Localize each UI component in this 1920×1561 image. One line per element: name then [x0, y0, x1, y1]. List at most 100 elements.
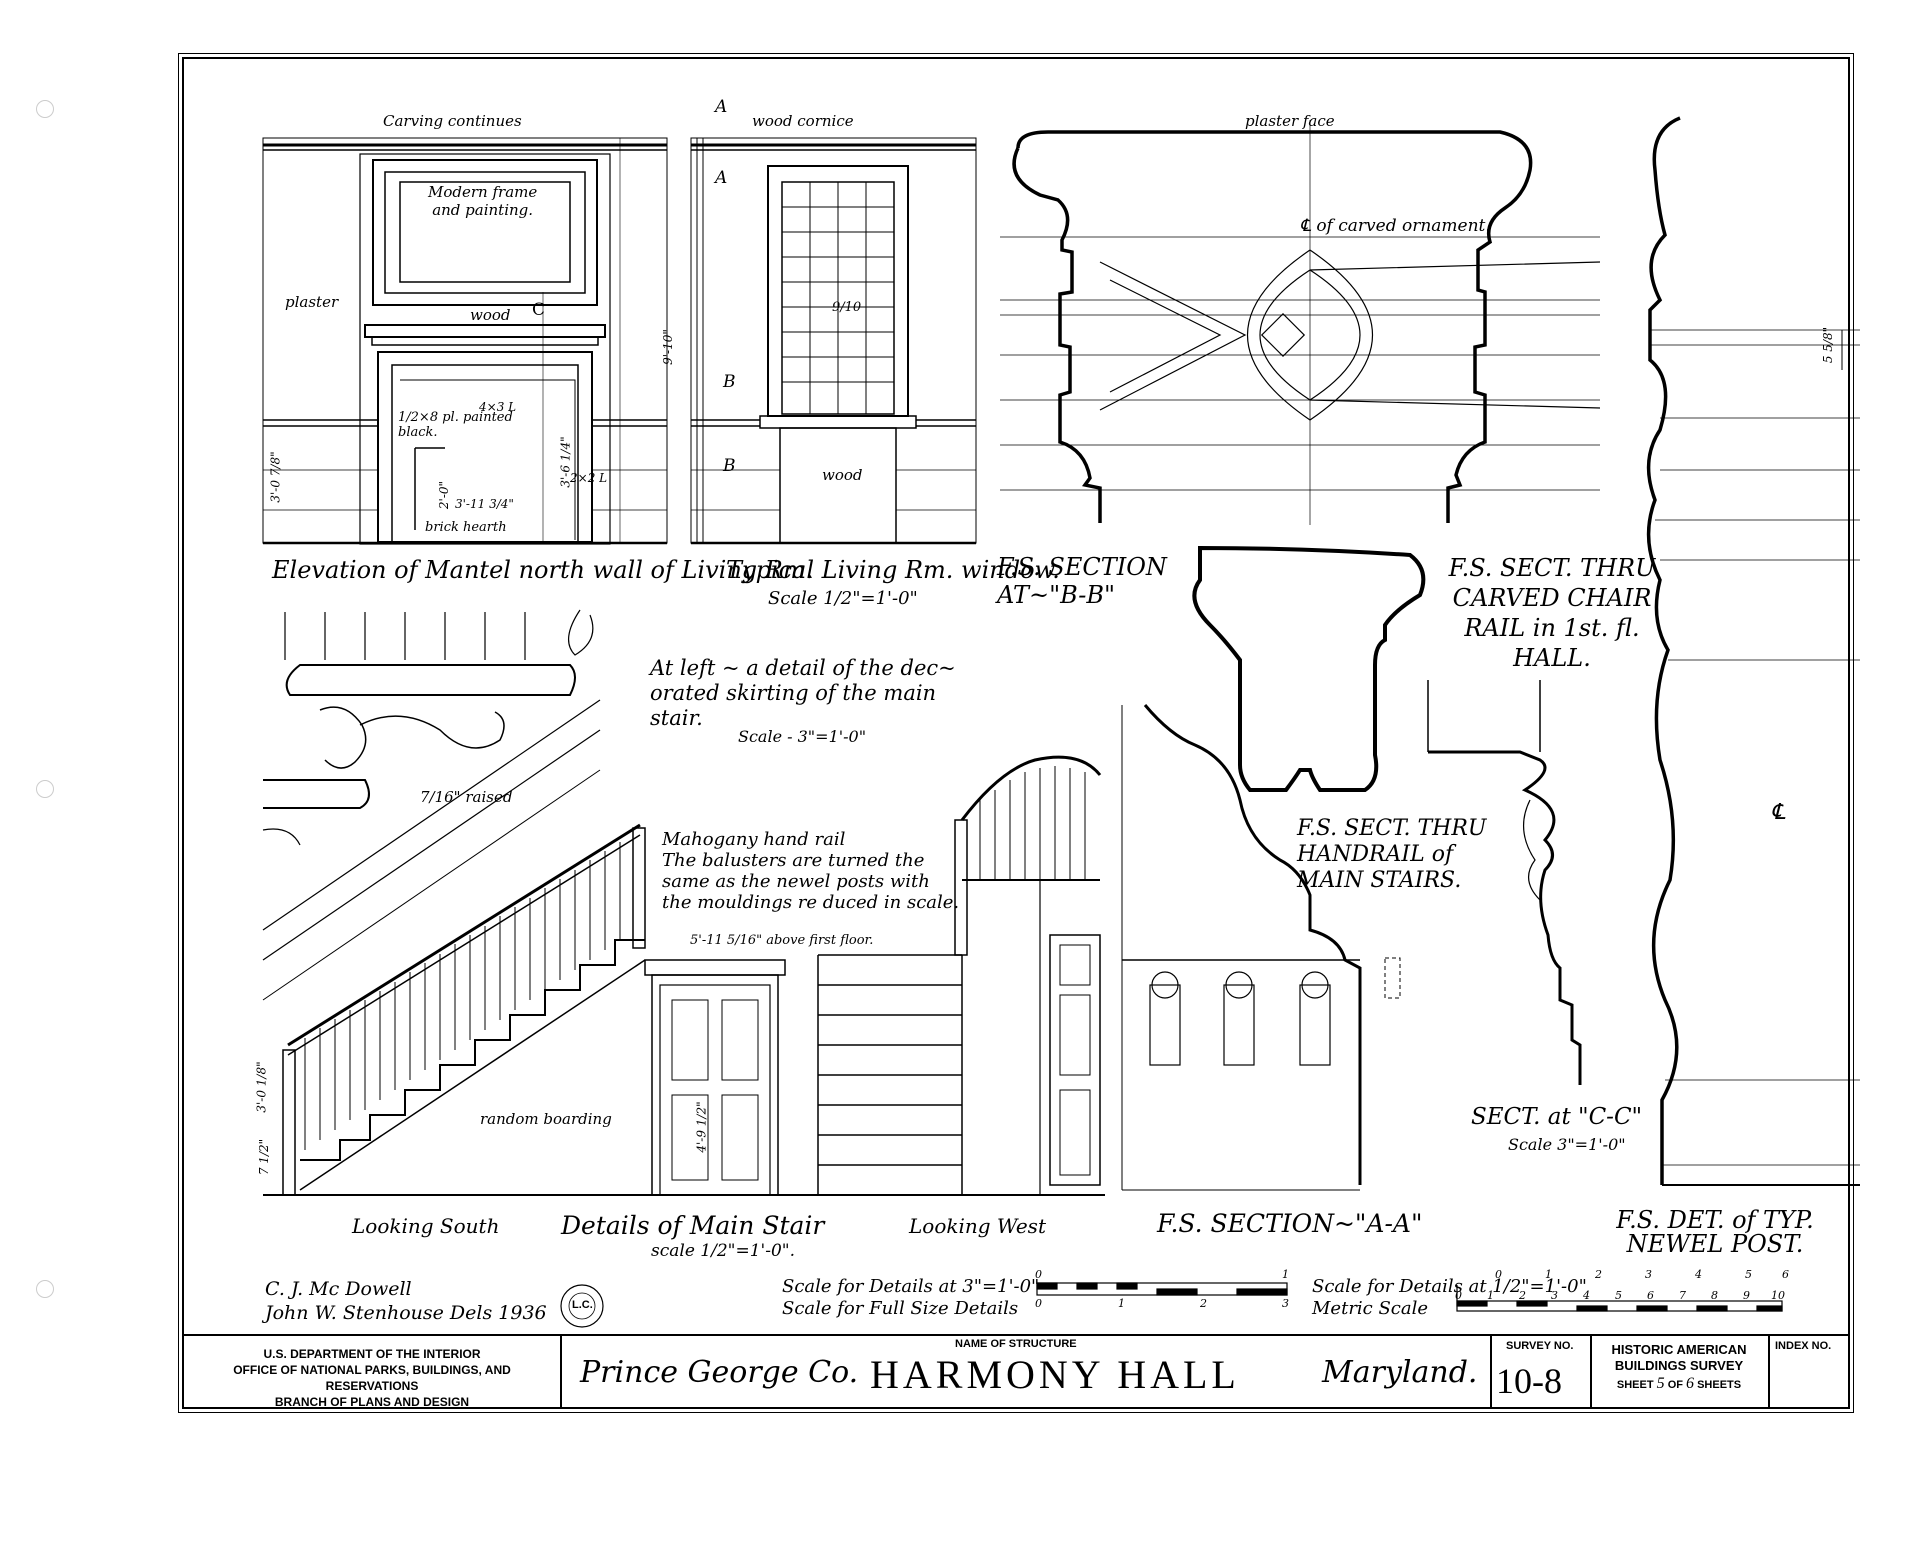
door-height-dim: 4'-9 1/2" [694, 1101, 709, 1153]
of-word: OF [1667, 1379, 1683, 1391]
sheets-word: SHEETS [1697, 1379, 1742, 1391]
cut-line-a-lower: A [715, 168, 728, 188]
metric-tick: 2 [1519, 1289, 1526, 1302]
sheet-number: 5 [1656, 1375, 1665, 1392]
full-tick-0: 0 [1035, 1297, 1042, 1310]
habs-line-2: BUILDINGS SURVEY [1614, 1358, 1744, 1373]
county-name: Prince George Co. [580, 1355, 859, 1390]
habs-cell [1590, 1335, 1768, 1407]
half-tick: 6 [1782, 1268, 1789, 1281]
mantel-title: Elevation of Mantel north wall of Living… [272, 556, 814, 584]
detail-tick-0: 0 [1035, 1268, 1042, 1281]
above-floor-note: 5'-11 5/16" above first floor. [690, 933, 874, 948]
height-dim: 9'-10" [660, 329, 675, 365]
index-cell [1768, 1335, 1850, 1407]
wood-note-window: wood [822, 466, 863, 484]
opening-height-dim: 2'-0" [437, 480, 452, 510]
agency-block: U.S. DEPARTMENT OF THE INTERIOR OFFICE O… [186, 1346, 558, 1410]
credit-line-2: John W. Stenhouse Dels 1936 [265, 1302, 547, 1324]
sheet-total: 6 [1686, 1375, 1695, 1392]
graphic-scales [1036, 1282, 1783, 1312]
full-tick-2: 2 [1200, 1297, 1207, 1310]
detail-tick-1: 1 [1282, 1268, 1289, 1281]
half-tick: 0 [1495, 1268, 1502, 1281]
raised-note: 7/16" raised [420, 788, 513, 806]
section-bb-title: F.S. SECTION AT~"B-B" [997, 553, 1167, 609]
plaster-note: plaster [285, 293, 339, 311]
random-boarding-note: random boarding [480, 1110, 612, 1128]
sheet-word: SHEET [1616, 1379, 1654, 1391]
half-tick: 2 [1595, 1268, 1602, 1281]
cut-line-c: C [532, 300, 546, 320]
mantel-elevation [262, 137, 668, 545]
half-tick: 4 [1695, 1268, 1702, 1281]
section-cc-profile [1427, 680, 1582, 1085]
full-tick-1: 1 [1118, 1297, 1125, 1310]
window-elevation [690, 137, 977, 545]
carving-note: Carving continues [383, 112, 522, 130]
chair-rail-title: F.S. SECT. THRU CARVED CHAIR RAIL in 1st… [1448, 554, 1656, 672]
metric-tick: 4 [1583, 1289, 1590, 1302]
full-tick-3: 3 [1282, 1297, 1289, 1310]
survey-label: SURVEY NO. [1506, 1340, 1574, 1352]
half-scale-ticks: 0 1 2 3 4 5 6 [1495, 1268, 1795, 1282]
looking-west-label: Looking West [909, 1214, 1046, 1238]
cut-line-a: A [715, 97, 728, 117]
structure-cell [560, 1335, 1490, 1407]
plate-note: 1/2×8 pl. painted black. [398, 410, 513, 440]
survey-number: 10-8 [1496, 1361, 1562, 1401]
metric-tick: 9 [1743, 1289, 1750, 1302]
survey-cell [1490, 1335, 1590, 1407]
habs-block: HISTORIC AMERICAN BUILDINGS SURVEY SHEET… [1600, 1342, 1758, 1393]
angle-note: 4×3 L [479, 400, 517, 414]
cut-line-b-lower: B [723, 456, 736, 476]
skirting-scale: Scale - 3"=1'-0" [738, 727, 867, 746]
looking-south-label: Looking South [352, 1214, 500, 1238]
metric-tick: 8 [1711, 1289, 1718, 1302]
metric-tick: 3 [1551, 1289, 1558, 1302]
state-name: Maryland. [1322, 1355, 1478, 1390]
ornament-centerline-note: ℄ of carved ornament. [1300, 216, 1491, 236]
metric-scale-ticks: 0 1 2 3 4 5 6 7 8 9 10 [1455, 1289, 1785, 1303]
skirting-note: At left ~ a detail of the dec~ orated sk… [650, 656, 956, 730]
metric-tick: 7 [1679, 1289, 1686, 1302]
half-tick: 5 [1745, 1268, 1752, 1281]
wood-note: wood [470, 306, 511, 324]
main-stair-title: Details of Main Stair [561, 1211, 825, 1240]
metric-tick: 1 [1487, 1289, 1494, 1302]
main-stair-scale: scale 1/2"=1'-0". [651, 1241, 795, 1261]
structure-name: HARMONY HALL [870, 1352, 1240, 1397]
section-cc-title: SECT. at "C-C" [1471, 1104, 1643, 1130]
half-tick: 1 [1545, 1268, 1552, 1281]
frame-note: Modern frame and painting. [428, 183, 538, 219]
punch-hole [36, 1280, 54, 1298]
metric-tick: 0 [1455, 1289, 1462, 1302]
opening-width-dim: 3'-11 3/4" [455, 497, 514, 511]
sheet-outer-border [178, 53, 1854, 1413]
section-bb-profile [1000, 120, 1601, 525]
section-cc-scale: Scale 3"=1'-0" [1508, 1135, 1626, 1154]
newel-post-profile [1646, 116, 1860, 1186]
agency-line-1: U.S. DEPARTMENT OF THE INTERIOR [263, 1347, 481, 1361]
handrail-note: Mahogany hand rail The balusters are tur… [662, 829, 960, 913]
cornice-note: wood cornice [752, 112, 854, 130]
seal-logo: L.C. [572, 1299, 593, 1311]
wainscot-dim: 3'-0 7/8" [268, 451, 283, 503]
handrail-section-profile [1192, 545, 1426, 792]
habs-line-1: HISTORIC AMERICAN [1611, 1342, 1747, 1357]
understair-door [644, 959, 786, 1196]
newel-title: F.S. DET. of TYP. NEWEL POST. [1616, 1206, 1814, 1258]
half-tick: 3 [1645, 1268, 1652, 1281]
metric-tick: 6 [1647, 1289, 1654, 1302]
cut-line-b: B [723, 372, 736, 392]
credit-line-1: C. J. Mc Dowell [265, 1278, 412, 1300]
handrail-section-title: F.S. SECT. THRU HANDRAIL of MAIN STAIRS. [1297, 816, 1487, 893]
sheet-count: SHEET 5 OF 6 SHEETS [1600, 1376, 1758, 1393]
section-aa-profile [1121, 704, 1401, 1191]
punch-hole [36, 100, 54, 118]
half-scale-label: Scale for Details at 1/2"=1'-0" [1312, 1276, 1587, 1297]
window-scale: Scale 1/2"=1'-0" [768, 588, 918, 609]
window-title: Typical Living Rm. window. [726, 556, 1060, 584]
punch-hole [36, 780, 54, 798]
